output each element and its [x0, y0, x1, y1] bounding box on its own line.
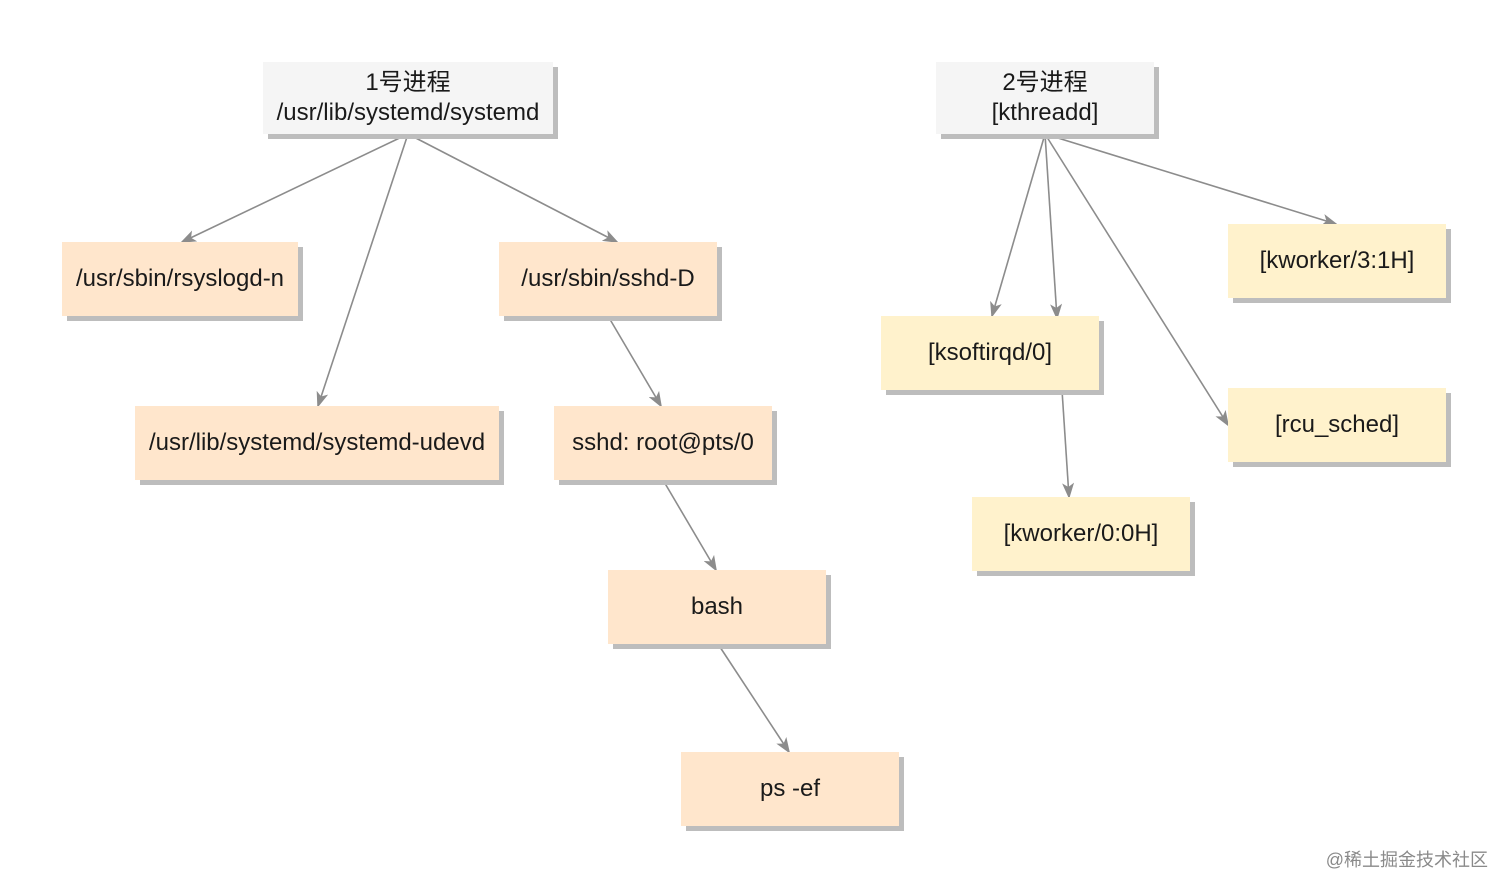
watermark-text: @稀土掘金技术社区 [1325, 850, 1488, 870]
edge-ksoftirqd-kworker00 [1061, 389, 1075, 499]
node-rcu-sched-label: [rcu_sched] [1274, 411, 1400, 438]
node-kworker-3-1h: [kworker/3:1H] [1228, 224, 1446, 298]
node-rsyslogd-label: /usr/sbin/rsyslogd-n [75, 265, 285, 292]
node-systemd-udevd-label: /usr/lib/systemd/systemd-udevd [148, 429, 486, 456]
node-sshd: /usr/sbin/sshd-D [499, 242, 717, 316]
node-ps-ef: ps -ef [681, 752, 899, 826]
node-bash: bash [608, 570, 826, 644]
node-sshd-label: /usr/sbin/sshd-D [521, 265, 695, 292]
edge-p1-rsyslogd [180, 133, 409, 243]
node-ksoftirqd-label: [ksoftirqd/0] [927, 339, 1053, 366]
node-ps-ef-label: ps -ef [759, 775, 821, 802]
edge-p2-rcu [1044, 133, 1230, 427]
node-bash-label: bash [690, 593, 744, 620]
node-ksoftirqd: [ksoftirqd/0] [881, 316, 1099, 390]
edge-sshdroot-bash [662, 479, 718, 572]
edge-p2-kworker00 [1044, 133, 1063, 320]
edge-p2-ksoftirqd [990, 133, 1046, 318]
node-process-2-title: 2号进程 [1002, 69, 1088, 96]
node-process-1: 1号进程 /usr/lib/systemd/systemd [263, 62, 553, 134]
node-systemd-udevd: /usr/lib/systemd/systemd-udevd [135, 406, 499, 480]
node-process-2-path: [kthreadd] [991, 99, 1099, 126]
edge-p2-kworker31 [1044, 133, 1338, 226]
node-process-1-path: /usr/lib/systemd/systemd [276, 99, 540, 126]
node-sshd-root-label: sshd: root@pts/0 [572, 429, 754, 456]
edge-p1-sshd [407, 133, 619, 243]
edge-p1-udevd [316, 133, 409, 408]
edge-sshd-sshdroot [607, 315, 663, 408]
node-kworker-0-0h-label: [kworker/0:0H] [1003, 520, 1159, 547]
node-process-2: 2号进程 [kthreadd] [936, 62, 1154, 134]
node-process-1-title: 1号进程 [365, 69, 451, 96]
edge-bash-ps [717, 643, 791, 754]
node-kworker-3-1h-label: [kworker/3:1H] [1259, 247, 1415, 274]
node-rcu-sched: [rcu_sched] [1228, 388, 1446, 462]
node-kworker-0-0h: [kworker/0:0H] [972, 497, 1190, 571]
node-rsyslogd: /usr/sbin/rsyslogd-n [62, 242, 298, 316]
node-sshd-root: sshd: root@pts/0 [554, 406, 772, 480]
